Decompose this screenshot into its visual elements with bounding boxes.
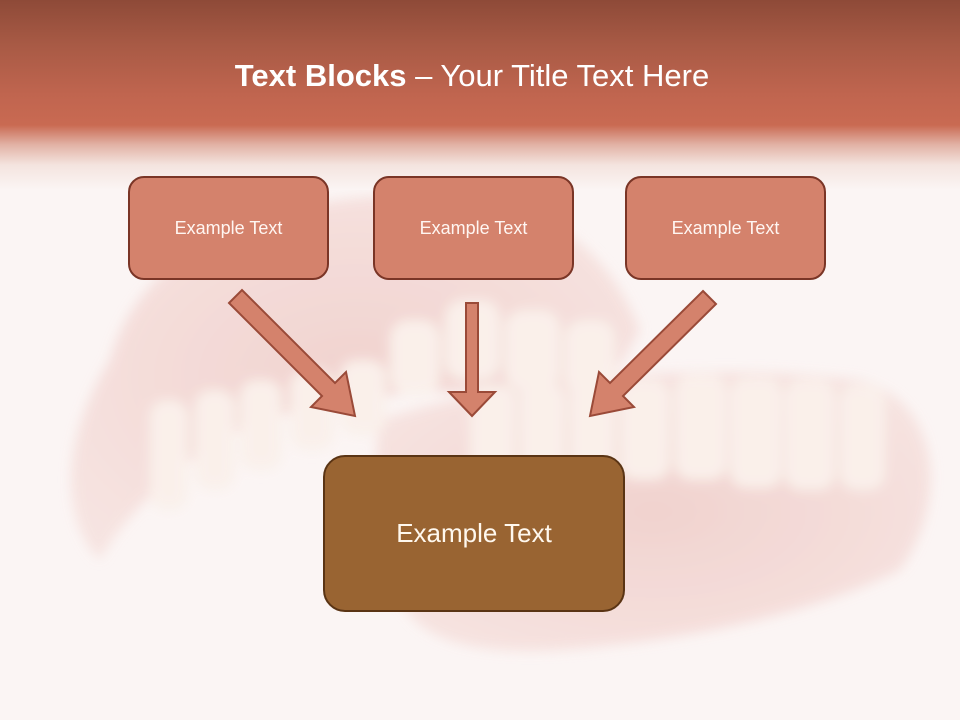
result-block-label: Example Text: [396, 518, 552, 548]
result-block[interactable]: Example Text: [323, 455, 625, 612]
text-block-2-label: Example Text: [419, 217, 528, 238]
title-separator: –: [406, 58, 441, 93]
text-block-3[interactable]: Example Text: [625, 176, 826, 280]
title-regular: Your Title Text Here: [440, 58, 710, 93]
title-bold: Text Blocks: [234, 58, 407, 93]
slide-title: Text Blocks – Your Title Text Here: [0, 52, 944, 100]
header-band: [0, 0, 960, 190]
text-block-1[interactable]: Example Text: [128, 176, 329, 280]
text-block-1-label: Example Text: [174, 217, 283, 238]
text-block-3-label: Example Text: [671, 217, 780, 238]
arrow-down-left-icon: [588, 289, 718, 418]
arrow-down-right-icon: [227, 288, 357, 418]
arrow-down-icon: [446, 302, 498, 418]
text-block-2[interactable]: Example Text: [373, 176, 574, 280]
